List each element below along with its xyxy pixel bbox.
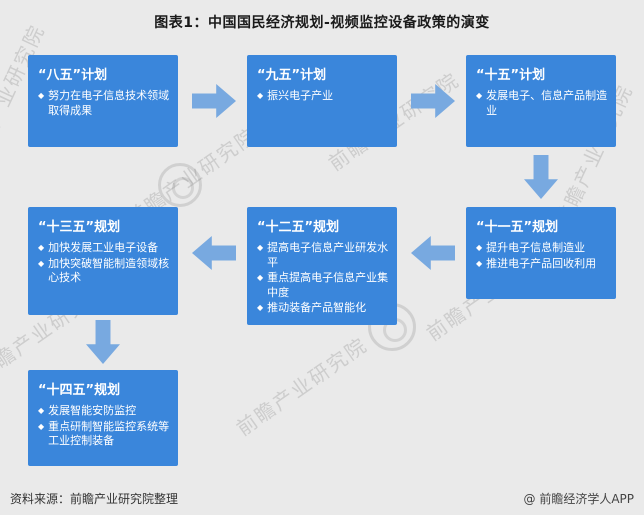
bullet-icon: ◆ [257,273,264,283]
bullet-icon: ◆ [38,406,45,415]
bullet-item: ◆ 发展智能安防监控 [38,404,170,419]
bullet-item: ◆ 振兴电子产业 [257,89,389,104]
watermark-logo-icon [158,163,202,207]
arrow-right-icon [192,84,236,118]
bullet-item: ◆ 推动装备产品智能化 [257,301,389,316]
watermark-text: 前瞻产业研究院 [231,332,372,441]
bullet-icon: ◆ [476,258,483,268]
bullet-item: ◆ 加快突破智能制造领域核心技术 [38,257,170,286]
node-plan-95: “九五”计划 ◆ 振兴电子产业 [247,55,397,147]
bullet-icon: ◆ [257,91,264,100]
bullet-text: 发展电子、信息产品制造业 [486,89,608,117]
footer: 资料来源：前瞻产业研究院整理 @ 前瞻经济学人APP [0,490,644,507]
node-plan-85: “八五”计划 ◆ 努力在电子信息技术领域取得成果 [28,55,178,147]
bullet-text: 发展智能安防监控 [48,404,137,417]
node-bullets: ◆ 提升电子信息制造业 ◆ 推进电子产品回收利用 [476,241,608,271]
bullet-text: 加快发展工业电子设备 [48,241,159,254]
bullet-item: ◆ 提升电子信息制造业 [476,241,608,256]
node-plan-105: “十五”计划 ◆ 发展电子、信息产品制造业 [466,55,616,147]
brand-text: @ 前瞻经济学人APP [523,492,635,506]
bullet-item: ◆ 努力在电子信息技术领域取得成果 [38,89,170,118]
bullet-icon: ◆ [38,91,45,100]
node-title: “九五”计划 [257,68,327,83]
node-title: “十二五”规划 [257,220,340,235]
bullet-icon: ◆ [257,303,264,313]
node-title: “十四五”规划 [38,383,121,398]
bullet-text: 推动装备产品智能化 [267,301,367,315]
bullet-item: ◆ 加快发展工业电子设备 [38,241,170,256]
bullet-text: 振兴电子产业 [267,89,334,102]
node-plan-145: “十四五”规划 ◆ 发展智能安防监控 ◆ 重点研制智能监控系统等工业控制装备 [28,370,178,466]
bullet-text: 提升电子信息制造业 [486,241,586,254]
node-plan-135: “十三五”规划 ◆ 加快发展工业电子设备 ◆ 加快突破智能制造领域核心技术 [28,207,178,315]
bullet-icon: ◆ [38,421,45,431]
arrow-left-icon [411,236,455,270]
node-bullets: ◆ 发展电子、信息产品制造业 [476,89,608,118]
node-title: “八五”计划 [38,68,108,83]
node-bullets: ◆ 振兴电子产业 [257,89,389,104]
node-title: “十一五”规划 [476,220,559,235]
arrow-right-icon [411,84,455,118]
bullet-text: 加快突破智能制造领域核心技术 [48,256,170,285]
bullet-icon: ◆ [257,243,264,252]
bullet-icon: ◆ [38,258,45,268]
bullet-icon: ◆ [476,243,483,252]
node-title: “十三五”规划 [38,220,121,235]
arrow-down-icon [86,320,120,364]
bullet-item: ◆ 提高电子信息产业研发水平 [257,241,389,270]
bullet-text: 重点提高电子信息产业集中度 [267,271,389,299]
node-title: “十五”计划 [476,68,546,83]
node-plan-125: “十二五”规划 ◆ 提高电子信息产业研发水平 ◆ 重点提高电子信息产业集中度 ◆… [247,207,397,325]
node-plan-115: “十一五”规划 ◆ 提升电子信息制造业 ◆ 推进电子产品回收利用 [466,207,616,299]
bullet-text: 推进电子产品回收利用 [486,256,597,270]
bullet-item: ◆ 发展电子、信息产品制造业 [476,89,608,118]
source-text: 资料来源：前瞻产业研究院整理 [10,492,179,506]
bullet-text: 努力在电子信息技术领域取得成果 [48,89,170,117]
bullet-text: 重点研制智能监控系统等工业控制装备 [48,419,170,448]
page-title: 图表1：中国国民经济规划-视频监控设备政策的演变 [154,15,490,31]
bullet-icon: ◆ [38,243,45,252]
bullet-icon: ◆ [476,91,483,100]
arrow-left-icon [192,236,236,270]
node-bullets: ◆ 发展智能安防监控 ◆ 重点研制智能监控系统等工业控制装备 [38,404,170,449]
bullet-item: ◆ 推进电子产品回收利用 [476,257,608,272]
node-bullets: ◆ 努力在电子信息技术领域取得成果 [38,89,170,118]
bullet-item: ◆ 重点研制智能监控系统等工业控制装备 [38,420,170,449]
bullet-text: 提高电子信息产业研发水平 [267,241,389,269]
arrow-down-icon [524,155,558,199]
bullet-item: ◆ 重点提高电子信息产业集中度 [257,271,389,300]
node-bullets: ◆ 提高电子信息产业研发水平 ◆ 重点提高电子信息产业集中度 ◆ 推动装备产品智… [257,241,389,316]
node-bullets: ◆ 加快发展工业电子设备 ◆ 加快突破智能制造领域核心技术 [38,241,170,286]
